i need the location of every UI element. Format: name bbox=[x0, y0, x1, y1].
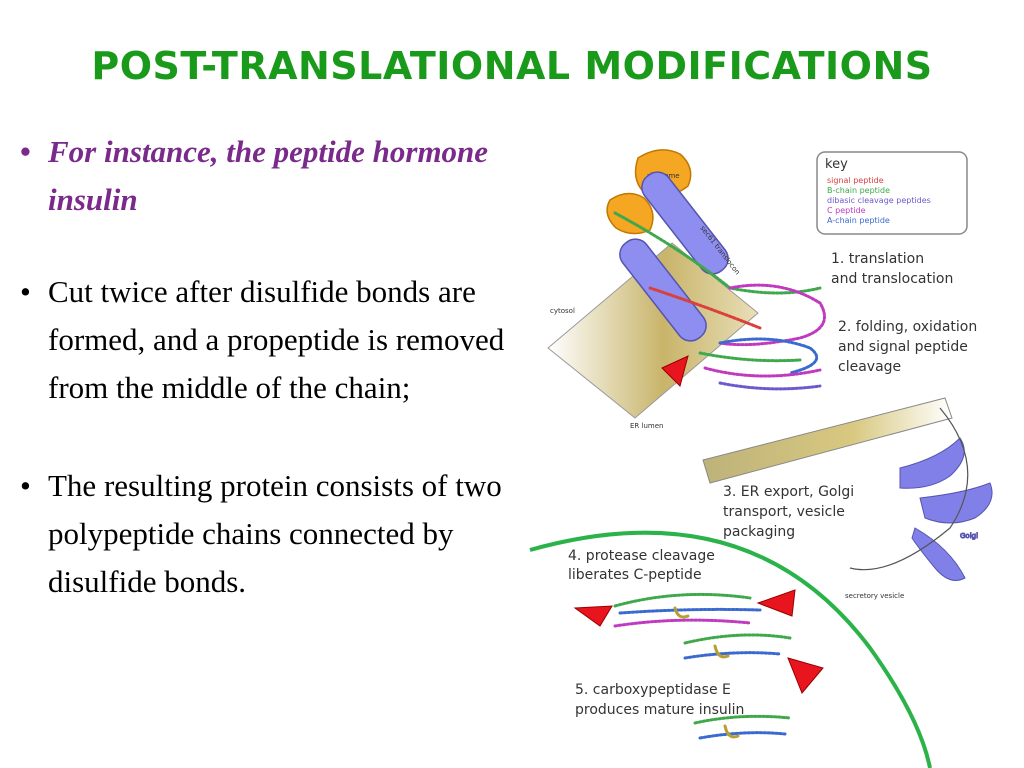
bullet-item: • The resulting protein consists of two … bbox=[12, 462, 512, 606]
key-item: signal peptide bbox=[827, 176, 884, 185]
svg-text:and signal peptide: and signal peptide bbox=[838, 339, 968, 355]
er-membrane bbox=[547, 242, 759, 419]
key-item: A-chain peptide bbox=[827, 216, 890, 225]
svg-text:transport, vesicle: transport, vesicle bbox=[723, 504, 845, 520]
bullet-text: For instance, the peptide hormone insuli… bbox=[48, 134, 489, 217]
insulin-processing-diagram: ribosome sec61 translocon cytosol ER lum… bbox=[529, 149, 993, 768]
vesicle-label: secretory vesicle bbox=[845, 592, 904, 600]
svg-text:2. folding, oxidation: 2. folding, oxidation bbox=[838, 319, 977, 335]
bullet-marker: • bbox=[20, 468, 31, 503]
nascent-polypeptide bbox=[613, 211, 826, 391]
bullet-marker: • bbox=[20, 274, 31, 309]
step-2-label: 2. folding, oxidation and signal peptide… bbox=[838, 319, 977, 375]
svg-text:produces mature insulin: produces mature insulin bbox=[575, 702, 744, 718]
bullet-item: • Cut twice after disulfide bonds are fo… bbox=[12, 268, 512, 412]
step-1-label: 1. translation and translocation bbox=[831, 251, 953, 287]
bullet-text: Cut twice after disulfide bonds are form… bbox=[48, 274, 505, 405]
cytosol-label: cytosol bbox=[550, 307, 575, 315]
key-item: C peptide bbox=[827, 206, 866, 215]
er-lumen-label: ER lumen bbox=[630, 422, 663, 430]
svg-text:3. ER export, Golgi: 3. ER export, Golgi bbox=[723, 484, 854, 500]
svg-text:4. protease cleavage: 4. protease cleavage bbox=[568, 548, 715, 564]
golgi-label: Golgi bbox=[960, 532, 978, 540]
bullet-item: • For instance, the peptide hormone insu… bbox=[12, 128, 512, 224]
step-3-label: 3. ER export, Golgi transport, vesicle p… bbox=[723, 484, 854, 540]
er-export-bar bbox=[702, 397, 953, 484]
legend-key: key signal peptide B-chain peptide dibas… bbox=[816, 151, 968, 235]
cleaved-polypeptide bbox=[613, 592, 762, 628]
svg-text:5. carboxypeptidase E: 5. carboxypeptidase E bbox=[575, 682, 731, 698]
key-title: key bbox=[825, 157, 848, 172]
bullet-list: • For instance, the peptide hormone insu… bbox=[12, 128, 512, 606]
transport-arrow bbox=[849, 407, 969, 571]
mature-chains bbox=[683, 633, 792, 740]
svg-text:packaging: packaging bbox=[723, 524, 795, 540]
key-item: dibasic cleavage peptides bbox=[827, 196, 931, 205]
svg-text:and translocation: and translocation bbox=[831, 271, 953, 287]
svg-text:liberates C-peptide: liberates C-peptide bbox=[568, 567, 702, 583]
golgi: Golgi bbox=[899, 437, 993, 581]
carboxypeptidase-icon bbox=[787, 657, 824, 694]
signal-peptidase-icon bbox=[661, 355, 689, 387]
bullet-text: The resulting protein consists of two po… bbox=[48, 468, 502, 599]
protease-icon bbox=[573, 605, 613, 627]
bullet-marker: • bbox=[20, 134, 31, 169]
svg-text:cleavage: cleavage bbox=[838, 359, 901, 375]
step-5-label: 5. carboxypeptidase E produces mature in… bbox=[575, 682, 744, 718]
step-4-label: 4. protease cleavage liberates C-peptide bbox=[568, 548, 715, 583]
svg-text:1. translation: 1. translation bbox=[831, 251, 924, 267]
secretory-vesicle bbox=[529, 530, 932, 768]
key-item: B-chain peptide bbox=[827, 186, 890, 195]
slide-title: Post-Translational Modifications bbox=[91, 44, 933, 88]
protease-icon bbox=[756, 589, 796, 617]
